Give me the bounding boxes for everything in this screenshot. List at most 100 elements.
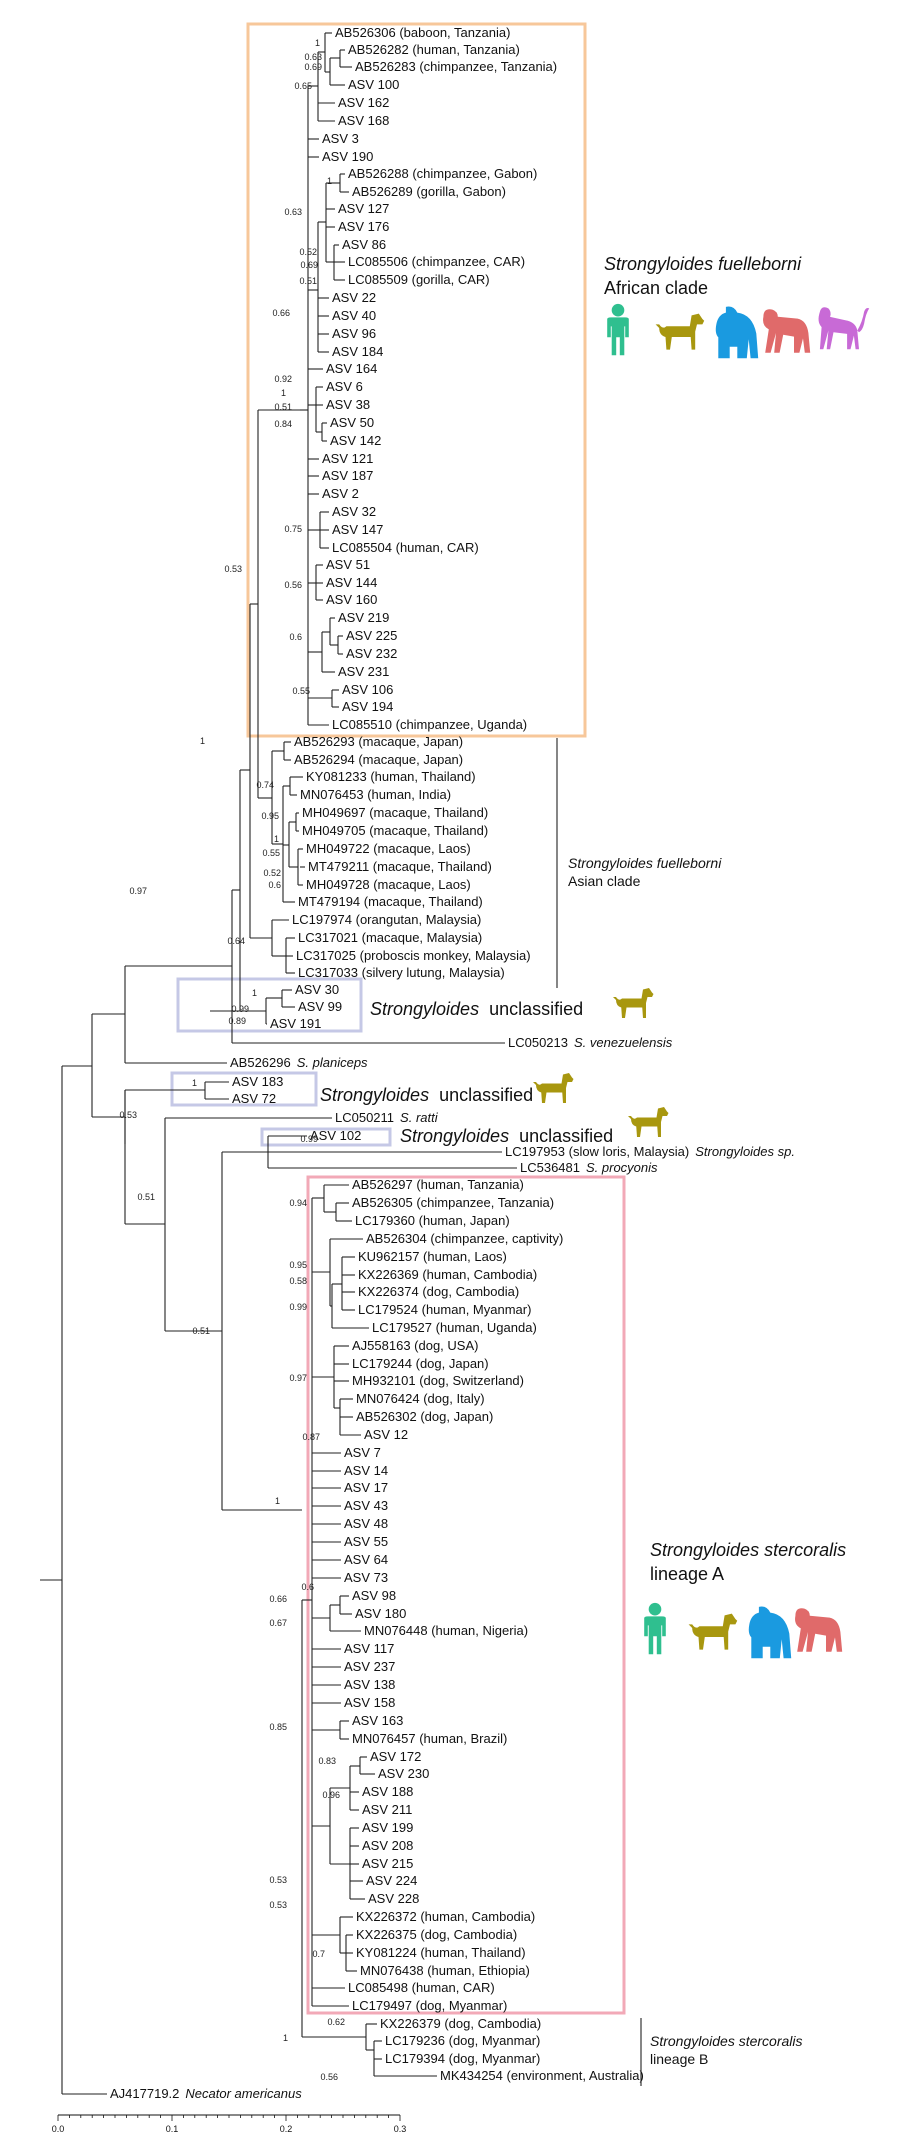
tip-label: ASV 14: [344, 1463, 388, 1478]
tip-label: ASV 184: [332, 344, 383, 359]
tip-label: ASV 163: [352, 1713, 403, 1728]
tip-label: ASV 38: [326, 397, 370, 412]
tip-accession: LC197974 (orangutan, Malaysia): [292, 912, 481, 927]
tip-accession: LC085506 (chimpanzee, CAR): [348, 254, 525, 269]
tip-label: ASV 160: [326, 592, 377, 607]
support-value: 0.6: [268, 880, 281, 890]
tip-accession: AJ417719.2: [110, 2086, 179, 2101]
tip-label: ASV 187: [322, 468, 373, 483]
tip-label: KX226379 (dog, Cambodia): [380, 2016, 541, 2031]
tip-accession: MN076448 (human, Nigeria): [364, 1623, 528, 1638]
tip-accession: LC085510 (chimpanzee, Uganda): [332, 717, 527, 732]
support-value: 0.51: [299, 276, 317, 286]
dog-icon: [688, 1613, 738, 1650]
tip-accession: KX226375 (dog, Cambodia): [356, 1927, 517, 1942]
support-value: 0.63: [284, 207, 302, 217]
support-value: 0.99: [300, 1134, 318, 1144]
tip-accession: KX226374 (dog, Cambodia): [358, 1284, 519, 1299]
tip-label: ASV 51: [326, 557, 370, 572]
tip-label: ASV 208: [362, 1838, 413, 1853]
support-value: 0.64: [227, 936, 245, 946]
tip-accession: ASV 194: [342, 699, 393, 714]
support-value: 0.96: [322, 1790, 340, 1800]
tip-accession: ASV 191: [270, 1016, 321, 1031]
support-value: 0.95: [261, 811, 279, 821]
tip-accession: MK434254 (environment, Australia): [440, 2068, 644, 2083]
tip-accession: LC085509 (gorilla, CAR): [348, 272, 490, 287]
tip-label: LC197974 (orangutan, Malaysia): [292, 912, 481, 927]
tip-label: MH049728 (macaque, Laos): [306, 877, 471, 892]
tip-species: S. ratti: [400, 1110, 439, 1125]
support-value: 0.92: [274, 374, 292, 384]
tip-label: LC085506 (chimpanzee, CAR): [348, 254, 525, 269]
tip-label: ASV 237: [344, 1659, 395, 1674]
support-value: 0.6: [289, 632, 302, 642]
support-value: 0.69: [304, 62, 322, 72]
tip-label: ASV 96: [332, 326, 376, 341]
support-value: 0.56: [320, 2072, 338, 2082]
tip-label: ASV 40: [332, 308, 376, 323]
tip-label: LC197953 (slow loris, Malaysia)Strongylo…: [505, 1144, 795, 1159]
african-clade-box: [246, 22, 587, 738]
support-value: 0.99: [231, 1004, 249, 1014]
unclassified-3-label-sub: unclassified: [519, 1126, 613, 1146]
tip-accession: ASV 17: [344, 1480, 388, 1495]
tip-species: S. procyonis: [586, 1160, 658, 1175]
tip-accession: LC317025 (proboscis monkey, Malaysia): [296, 948, 531, 963]
tip-accession: ASV 144: [326, 575, 377, 590]
african-label-genus: Strongyloides fuelleborni: [604, 254, 802, 274]
tip-accession: ASV 98: [352, 1588, 396, 1603]
axis-tick-label: 0.2: [280, 2124, 293, 2134]
tip-label: ASV 191: [270, 1016, 321, 1031]
tip-label: MH049705 (macaque, Thailand): [302, 823, 488, 838]
tip-label: ASV 180: [355, 1606, 406, 1621]
tip-label: LC317021 (macaque, Malaysia): [298, 930, 482, 945]
tip-accession: AB526289 (gorilla, Gabon): [352, 184, 506, 199]
tip-label: MN076448 (human, Nigeria): [364, 1623, 528, 1638]
tip-accession: ASV 147: [332, 522, 383, 537]
tip-accession: ASV 22: [332, 290, 376, 305]
tip-label: ASV 99: [298, 999, 342, 1014]
tip-accession: ASV 231: [338, 664, 389, 679]
support-value: 0.66: [269, 1594, 287, 1604]
tip-label: ASV 12: [364, 1427, 408, 1442]
dog-icon: [628, 1107, 669, 1137]
tip-label: MT479194 (macaque, Thailand): [298, 894, 483, 909]
tip-accession: MH049697 (macaque, Thailand): [302, 805, 488, 820]
tip-label: ASV 215: [362, 1856, 413, 1871]
tip-label: ASV 230: [378, 1766, 429, 1781]
tip-accession: ASV 30: [295, 982, 339, 997]
support-value: 1: [274, 834, 279, 844]
support-value: 1: [200, 736, 205, 746]
tip-accession: LC085498 (human, CAR): [348, 1980, 495, 1995]
tip-label: KX226369 (human, Cambodia): [358, 1267, 537, 1282]
tip-label: ASV 73: [344, 1570, 388, 1585]
unclassified-1-label-sub: unclassified: [489, 999, 583, 1019]
gorilla-icon: [748, 1606, 792, 1659]
lineageB-label-sub: lineage B: [650, 2051, 708, 2067]
tip-species: S. venezuelensis: [574, 1035, 673, 1050]
tip-accession: KU962157 (human, Laos): [358, 1249, 507, 1264]
support-value: 0.6: [301, 1582, 314, 1592]
support-value: 0.51: [137, 1192, 155, 1202]
tip-label: ASV 22: [332, 290, 376, 305]
tip-accession: ASV 86: [342, 237, 386, 252]
dog-icon: [613, 988, 654, 1018]
support-value: 0.62: [327, 2017, 345, 2027]
tip-accession: MH049705 (macaque, Thailand): [302, 823, 488, 838]
tip-label: MN076457 (human, Brazil): [352, 1731, 507, 1746]
tip-accession: ASV 127: [338, 201, 389, 216]
tip-label: MN076424 (dog, Italy): [356, 1391, 485, 1406]
tip-accession: ASV 168: [338, 113, 389, 128]
tip-accession: ASV 50: [330, 415, 374, 430]
tip-accession: LC179527 (human, Uganda): [372, 1320, 537, 1335]
tip-accession: AB526294 (macaque, Japan): [294, 752, 463, 767]
tip-label: KX226375 (dog, Cambodia): [356, 1927, 517, 1942]
tip-label: ASV 183: [232, 1074, 283, 1089]
human-icon: [644, 1602, 666, 1655]
tip-label: MN076438 (human, Ethiopia): [360, 1963, 530, 1978]
tip-accession: ASV 162: [338, 95, 389, 110]
unclassified-clade-box-1: [176, 977, 363, 1033]
support-value: 0.56: [284, 580, 302, 590]
